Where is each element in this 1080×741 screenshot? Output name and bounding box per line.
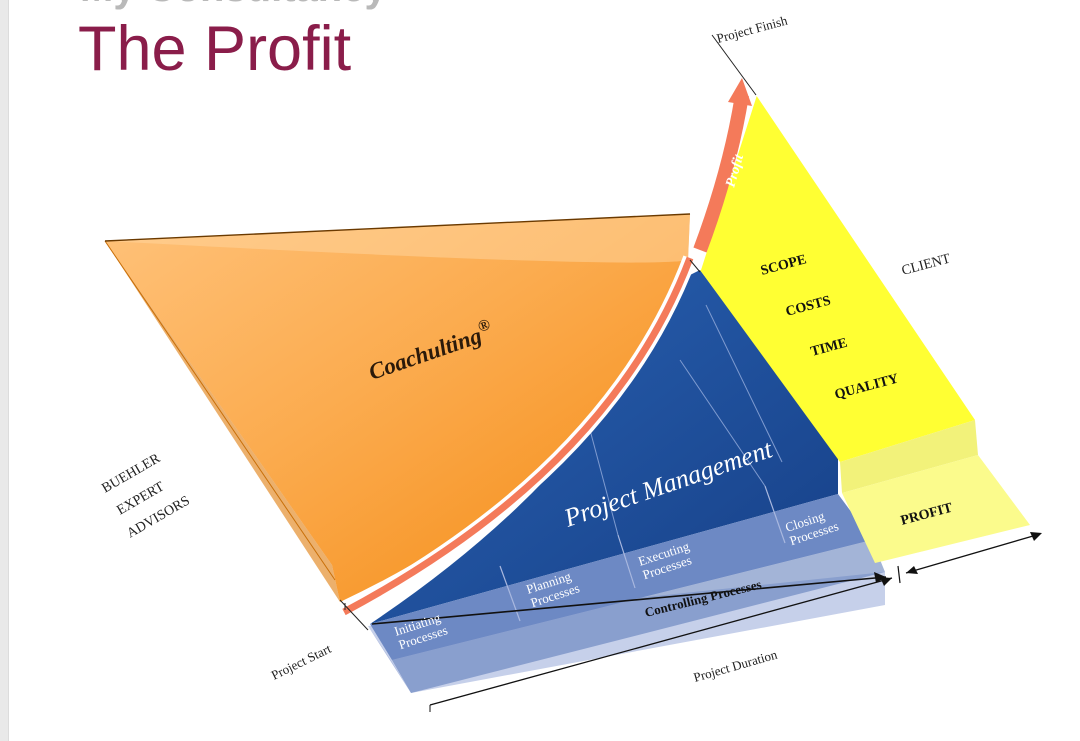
client-triangle [699, 94, 1030, 563]
profit-arrow [340, 78, 752, 619]
advisors-label: BUEHLER EXPERT ADVISORS [100, 451, 193, 542]
duration-arrow [429, 577, 893, 712]
slide-subtitle: My Consultancy [80, 0, 387, 11]
coaching-wedge [104, 213, 691, 602]
project-start-label: Project Start [269, 641, 334, 683]
project-finish-label: Project Finish [715, 12, 789, 45]
slide-title: The Profit [78, 14, 352, 84]
project-duration-label: Project Duration [692, 647, 780, 685]
slide-border [0, 0, 9, 741]
process-labels: Initiating Processes Planning Processes … [392, 508, 840, 652]
project-management-block [370, 270, 887, 693]
start-guide [339, 599, 369, 631]
finish-guide [711, 34, 757, 96]
profit-period-arrow [897, 532, 1042, 584]
client-label: CLIENT [900, 251, 952, 278]
finish-cut [689, 259, 701, 273]
